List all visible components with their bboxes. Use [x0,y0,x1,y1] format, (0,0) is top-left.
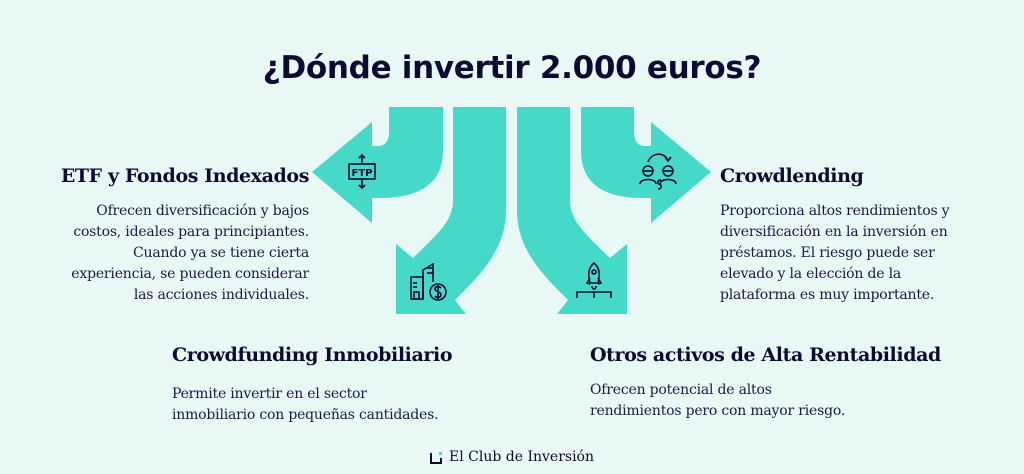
page-title: ¿Dónde invertir 2.000 euros? [262,50,762,86]
option-description: Ofrecen diversificación y bajos costos, … [71,203,309,303]
arrow-etf [312,107,443,223]
option-heading: ETF y Fondos Indexados [60,165,310,187]
buildings-dollar-icon [410,262,447,301]
ftp-transfer-icon: FTP [348,153,376,190]
brand-name: El Club de Inversión [448,449,594,465]
option-description: Proporciona altos rendimientos y diversi… [720,203,950,303]
arrow-otros [517,107,627,314]
brand-footer: El Club de Inversión [0,449,1024,465]
option-crowdfunding: Crowdfunding Inmobiliario Permite invert… [172,344,502,426]
option-heading: Crowdlending [720,165,864,187]
option-description: Ofrecen potencial de altos rendimientos … [590,382,846,419]
option-heading: Otros activos de Alta Rentabilidad [590,344,941,366]
option-crowdlending: Crowdlending Proporciona altos rendimien… [720,165,1000,306]
option-description: Permite invertir en el sector inmobiliar… [172,386,439,423]
club-logo-icon [429,451,442,464]
svg-text:FTP: FTP [352,168,373,179]
arrow-crowdfunding [396,107,506,314]
option-etf: ETF y Fondos Indexados Ofrecen diversifi… [29,165,310,306]
rocket-launch-icon [576,261,612,298]
arrow-crowdlending [581,107,711,223]
option-otros: Otros activos de Alta Rentabilidad Ofrec… [590,344,970,422]
option-heading: Crowdfunding Inmobiliario [172,344,453,366]
peer-lending-icon [639,153,677,190]
